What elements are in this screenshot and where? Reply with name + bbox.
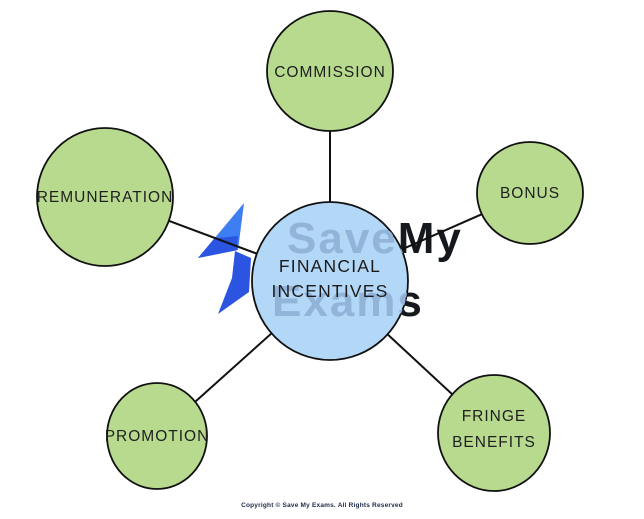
watermark-line2-faint: Exams <box>272 277 424 326</box>
node-circle-fringe-benefits <box>437 374 551 492</box>
node-label-fringe: FRINGE <box>462 408 527 425</box>
center-circle-financial-incentives <box>251 201 409 361</box>
node-label-remuneration: REMUNERATION <box>37 189 174 206</box>
center-label-financial: FINANCIAL <box>279 256 381 276</box>
copyright-text: Copyright © Save My Exams. All Rights Re… <box>241 501 403 509</box>
node-label-bonus: BONUS <box>500 185 560 202</box>
watermark-faint-overlay: SaveMy Exams <box>272 214 424 326</box>
save-my-exams-bolt-icon <box>198 203 251 314</box>
node-label-benefits: BENEFITS <box>452 434 536 451</box>
bolt-lower-shape <box>218 251 251 314</box>
node-circle-commission <box>266 10 394 132</box>
node-label-commission: COMMISSION <box>274 64 386 81</box>
node-label-promotion: PROMOTION <box>105 428 210 445</box>
node-circle-promotion <box>106 382 208 490</box>
center-label-incentives: INCENTIVES <box>271 281 388 301</box>
node-circle-remuneration <box>36 127 174 267</box>
node-circle-bonus <box>476 141 584 245</box>
